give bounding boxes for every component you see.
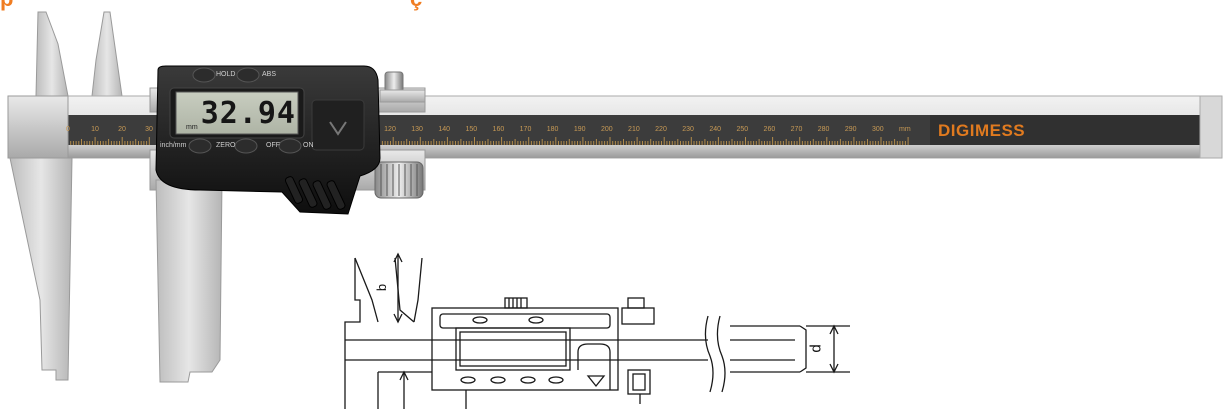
grip-ridges [284,176,346,210]
scale-number: 260 [763,126,776,133]
scale-number: 180 [546,126,559,133]
scale-number: 230 [682,126,694,133]
dimension-label-b: b [374,283,390,292]
scale-number: 200 [600,126,613,133]
abs-button [236,67,260,83]
scale-number: 150 [465,126,478,133]
fixed-lower-jaw [9,157,73,381]
scale-number: 280 [817,126,830,133]
scale-number: 140 [438,126,451,133]
caption-fragment-left: p [0,0,13,12]
scale-number: 160 [492,126,505,133]
scale-number: 210 [628,126,640,133]
scale-ticks [67,137,909,145]
scale-number: 240 [709,126,722,133]
hold-label: HOLD [216,71,236,78]
scale-number: 130 [411,126,423,133]
scale-number: 190 [573,126,586,133]
scale-number: 0 [66,126,70,133]
off-label: OFF [266,142,280,149]
scale-number: 10 [91,126,99,133]
inch-mm-label: inch/mm [160,142,187,149]
hold-button [192,67,216,83]
scale-number: 220 [655,126,667,133]
on-label: ON [303,142,314,149]
scale-number: 120 [384,126,396,133]
scale-number: 270 [790,126,803,133]
caption-fragment-right: ç [410,0,422,12]
down-arrow-icon [329,121,347,136]
brand-logo: DIGIMESS [938,121,1026,140]
abs-label: ABS [262,71,277,78]
inch-mm-button [188,138,212,154]
lcd-screen [175,91,299,135]
movable-lower-jaw [155,179,223,383]
off-on-button [278,138,302,154]
dimension-label-d: d [807,344,825,353]
scale-number: 290 [844,126,857,133]
scale-number: 20 [118,126,126,133]
scale-number: 250 [736,126,749,133]
display-unit: mm [186,124,198,131]
lock-screw [384,71,404,93]
scale-number: 170 [519,126,532,133]
scale-number: 300 [871,126,884,133]
display-value: 32.94 [200,96,296,131]
zero-label: ZERO [216,142,236,149]
fixed-upper-jaw [35,11,69,97]
scale-unit: mm [899,126,911,133]
zero-button [234,138,258,154]
movable-upper-jaw [91,11,123,97]
scale-number: 30 [145,126,153,133]
dimension-drawing [344,252,850,409]
